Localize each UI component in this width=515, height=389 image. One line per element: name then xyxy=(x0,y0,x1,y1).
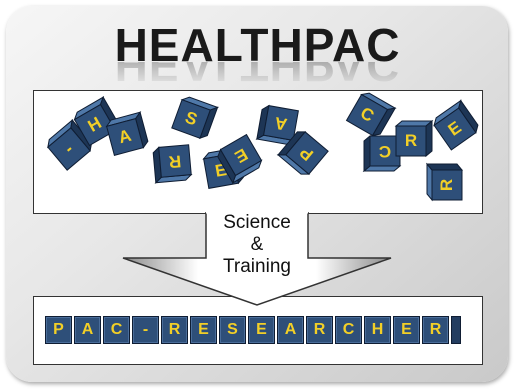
title-group: HEALTHPAC HEALTHPAC xyxy=(0,22,515,88)
result-letter: C xyxy=(335,316,362,344)
letter-cube: R xyxy=(152,144,193,184)
cube-letter: R xyxy=(437,178,456,192)
letter-cube: - xyxy=(47,118,93,171)
arrow-label-line-1: Science xyxy=(223,212,291,233)
cube-letter: R xyxy=(404,131,418,150)
letter-cube: E xyxy=(433,99,479,151)
letter-cube: R xyxy=(425,162,464,202)
arrow-label-line-3: Training xyxy=(223,256,291,277)
result-letter: R xyxy=(306,316,333,344)
result-letter: R xyxy=(422,316,449,344)
letter-cube: E xyxy=(217,133,263,184)
result-letter: E xyxy=(248,316,275,344)
result-word: P A C - R E S E A R C H E R xyxy=(45,316,461,344)
letter-cube: C xyxy=(362,134,402,173)
result-letter: A xyxy=(277,316,304,344)
letter-cube: S xyxy=(171,96,220,140)
cube-letter: R xyxy=(168,151,182,172)
letter-cube: R xyxy=(394,119,434,158)
letter-cube: A xyxy=(255,104,299,145)
result-letter: E xyxy=(393,316,420,344)
diagram-title: HEALTHPAC xyxy=(114,19,401,71)
cube-letter: A xyxy=(273,113,289,134)
letter-cube: A xyxy=(105,111,149,156)
word-end-cap xyxy=(451,316,461,344)
arrow-label-line-2: & xyxy=(250,234,264,255)
result-letter: A xyxy=(74,316,101,344)
result-letter: - xyxy=(132,316,159,344)
result-letter: R xyxy=(161,316,188,344)
letter-cube: C xyxy=(345,92,397,137)
letter-cube: H xyxy=(73,96,119,147)
result-letter: H xyxy=(364,316,391,344)
result-letter: E xyxy=(190,316,217,344)
result-letter: P xyxy=(45,316,72,344)
result-letter: C xyxy=(103,316,130,344)
result-letter: S xyxy=(219,316,246,344)
letter-cube: P xyxy=(276,131,329,175)
